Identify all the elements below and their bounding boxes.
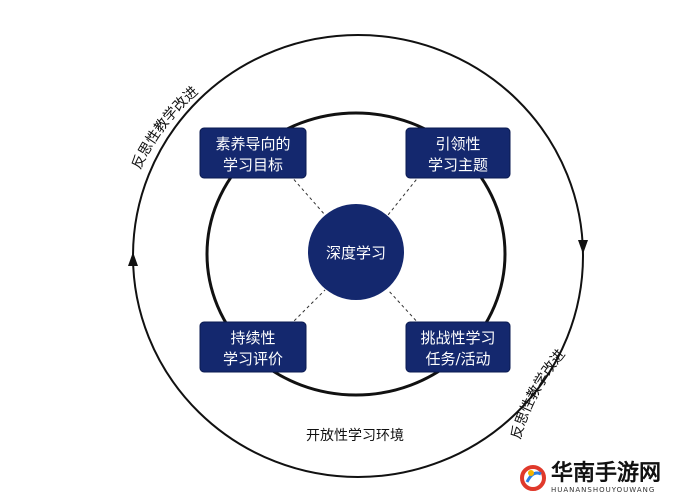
- box-learning-evaluation: 持续性 学习评价: [199, 321, 307, 373]
- arrow-down-icon: [578, 240, 588, 254]
- svg-text:学习目标: 学习目标: [223, 156, 283, 174]
- label-top-left: 反思性教学改进: [129, 84, 201, 172]
- arrow-up-icon: [128, 252, 138, 266]
- svg-text:任务/活动: 任务/活动: [425, 350, 490, 368]
- svg-text:持续性: 持续性: [230, 329, 275, 347]
- center-label: 深度学习: [326, 244, 386, 262]
- svg-text:素养导向的: 素养导向的: [215, 135, 290, 153]
- dashed-connectors: [289, 174, 421, 326]
- center-circle: [308, 204, 404, 300]
- watermark-logo: 华南手游网 HUANANSHOUYOUWANG: [510, 460, 669, 496]
- label-bottom-right: 反思性教学改进: [508, 347, 568, 442]
- box-learning-tasks: 挑战性学习 任务/活动: [405, 321, 511, 373]
- box-learning-goals: 素养导向的 学习目标: [199, 127, 307, 179]
- svg-text:引领性: 引领性: [435, 135, 480, 153]
- svg-text:挑战性学习: 挑战性学习: [420, 329, 495, 347]
- inner-circle: [205, 111, 507, 397]
- label-bottom: 开放性学习环境: [306, 428, 404, 444]
- svg-text:学习主题: 学习主题: [428, 156, 488, 174]
- svg-text:学习评价: 学习评价: [223, 350, 283, 368]
- box-learning-theme: 引领性 学习主题: [405, 127, 511, 179]
- logo-icon: [519, 465, 546, 491]
